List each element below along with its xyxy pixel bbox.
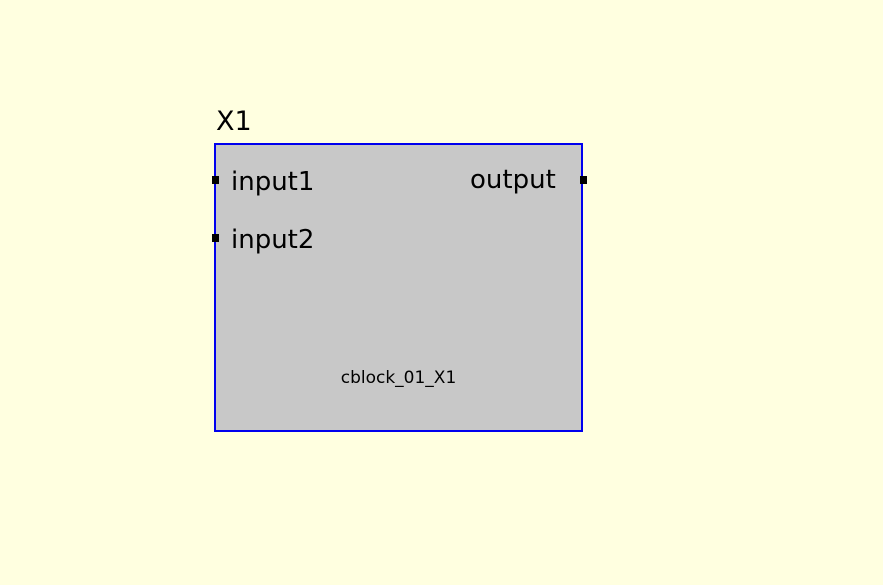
- pin-marker-input1[interactable]: [212, 176, 219, 184]
- block-instance-name: X1: [216, 106, 252, 137]
- port-label-input1[interactable]: input1: [231, 167, 315, 197]
- block-body[interactable]: [214, 143, 583, 432]
- block-cell-name: cblock_01_X1: [340, 368, 457, 388]
- pin-marker-output[interactable]: [580, 176, 587, 184]
- pin-marker-input2[interactable]: [212, 234, 219, 242]
- port-label-input2[interactable]: input2: [231, 225, 315, 255]
- port-label-output[interactable]: output: [470, 165, 556, 195]
